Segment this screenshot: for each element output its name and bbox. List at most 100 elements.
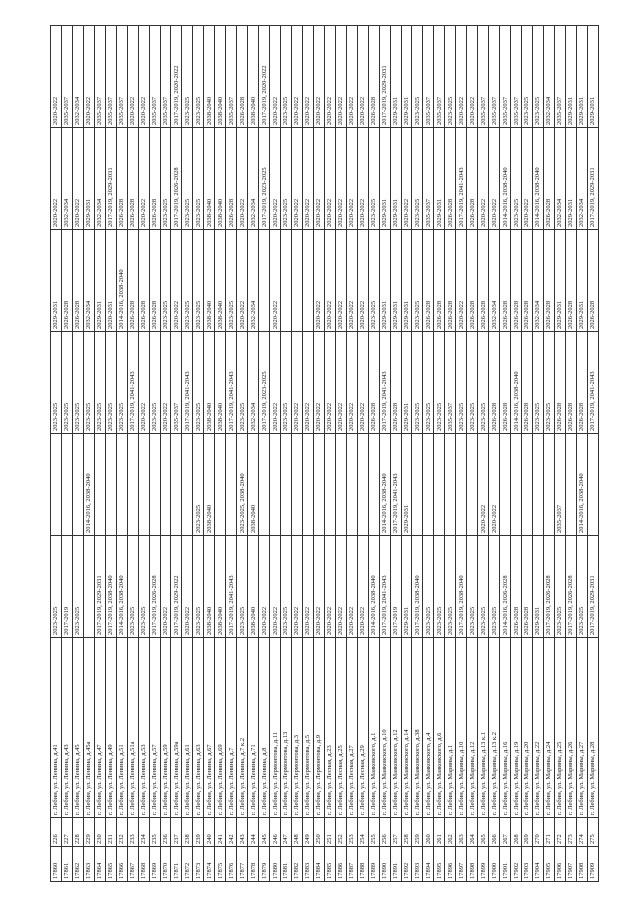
period-cell-1: 2020-2022 <box>324 535 336 638</box>
period-cell-2 <box>357 433 369 536</box>
period-cell-4: 2029-2031 <box>576 229 588 332</box>
period-cell-1: 2023-2025 <box>192 535 204 638</box>
period-cell-3: 2026-2028 <box>499 331 511 434</box>
period-cell-4: 2023-2025 <box>368 229 380 332</box>
period-cell-4: 2029-2031 <box>401 229 412 332</box>
period-cell-4: 2020-2022 <box>357 229 369 332</box>
period-cell-3: 2023-2025 <box>94 331 106 434</box>
period-cell-1: 2023-2025 <box>488 535 500 638</box>
period-cell-4: 2020-2022 <box>346 229 358 332</box>
period-cell-1: 2014-2016, 2038-2040 <box>116 535 128 638</box>
period-cell-2 <box>422 433 434 536</box>
row-number-cell: 275 <box>587 817 599 847</box>
period-cell-1: 2023-2025 <box>466 535 478 638</box>
period-cell-3: 2023-2025 <box>61 331 73 434</box>
period-cell-3: 2020-2022 <box>291 331 303 434</box>
address-cell: г. Лебин, ул. Ленина, д.63 <box>192 637 204 818</box>
period-cell-5: 2020-2022 <box>357 127 369 230</box>
period-cell-4 <box>258 229 270 332</box>
address-cell: г. Лебин, ул. Ленина, д.45а <box>83 637 95 818</box>
period-cell-1: 2017-2019, 2029-2022 <box>170 535 182 638</box>
row-number-cell: 246 <box>269 817 281 847</box>
row-code-cell: 17872 <box>181 846 193 882</box>
period-cell-2: 2023-2025 <box>192 433 204 536</box>
period-cell-5: 2023-2025 <box>192 127 204 230</box>
period-cell-5: 2020-2022 <box>401 127 412 230</box>
period-cell-3: 2014-2016, 2038-2040 <box>510 331 522 434</box>
row-code-cell: 17887 <box>346 846 358 882</box>
period-cell-5: 2032-2034 <box>576 127 588 230</box>
row-number-cell: 257 <box>390 817 401 847</box>
row-code-cell: 17902 <box>510 846 522 882</box>
row-number-cell: 269 <box>521 817 533 847</box>
row-code-cell: 17864 <box>94 846 106 882</box>
period-cell-1: 2023-2025 <box>422 535 434 638</box>
period-cell-6: 2017-2019, 2020-2022 <box>170 25 182 128</box>
row-number-cell: 227 <box>61 817 73 847</box>
period-cell-5: 2029-2031 <box>379 127 391 230</box>
period-cell-6: 2023-2025 <box>532 25 544 128</box>
period-cell-3: 2023-2025 <box>192 331 204 434</box>
period-cell-2: 2014-2016, 2038-2040 <box>83 433 95 536</box>
period-cell-1: 2020-2022 <box>357 535 369 638</box>
period-cell-6: 2026-2028 <box>236 25 248 128</box>
period-cell-4: 2020-2022 <box>269 229 281 332</box>
row-code-cell: 17894 <box>422 846 434 882</box>
row-code-cell: 17895 <box>433 846 445 882</box>
period-cell-1: 2038-2040 <box>214 535 226 638</box>
period-cell-3: 2026-2028 <box>565 331 577 434</box>
period-cell-3: 2023-2025 <box>236 331 248 434</box>
row-code-cell: 17875 <box>214 846 226 882</box>
period-cell-6: 2035-2037 <box>61 25 73 128</box>
period-cell-2 <box>214 433 226 536</box>
period-cell-1: 2017-2019, 2041-2043 <box>225 535 237 638</box>
period-cell-4: 2020-2022 <box>236 229 248 332</box>
period-cell-3: 2017-2019, 2041-2043 <box>181 331 193 434</box>
address-cell: г. Лебин, ул. Лермонтова, д.9 <box>313 637 325 818</box>
period-cell-2 <box>280 433 292 536</box>
period-cell-6: 2017-2019, 2029-2031 <box>379 25 391 128</box>
row-number-cell: 273 <box>565 817 577 847</box>
address-cell: г. Лебин, ул. Лермонтова, д.11 <box>269 637 281 818</box>
period-cell-4: 2038-2040 <box>214 229 226 332</box>
period-cell-1: 2023-2025 <box>127 535 139 638</box>
row-code-cell: 17862 <box>72 846 84 882</box>
row-number-cell: 231 <box>105 817 117 847</box>
period-cell-5: 2023-2025 <box>280 127 292 230</box>
period-cell-5: 2020-2022 <box>477 127 489 230</box>
period-cell-6: 2020-2022 <box>455 25 467 128</box>
row-number-cell: 249 <box>302 817 314 847</box>
period-cell-3: 2020-2022 <box>346 331 358 434</box>
period-cell-3: 2023-2025 <box>422 331 434 434</box>
row-code-cell: 17869 <box>149 846 161 882</box>
row-number-cell: 254 <box>357 817 369 847</box>
period-cell-5: 2032-2034 <box>554 127 566 230</box>
row-code-cell: 17903 <box>521 846 533 882</box>
period-cell-1: 2017-2019, 2026-2028 <box>565 535 577 638</box>
address-cell: г. Лебин, ул. Марины, д.28 <box>587 637 599 818</box>
period-cell-2 <box>510 433 522 536</box>
period-cell-2: 2017-2019, 2041-2043 <box>390 433 401 536</box>
period-cell-5: 2020-2022 <box>291 127 303 230</box>
period-cell-5: 2017-2019, 2023-2025 <box>258 127 270 230</box>
address-cell: г. Лебин, ул. Марины, д.13 к.2 <box>488 637 500 818</box>
period-cell-6: 2035-2037 <box>499 25 511 128</box>
period-cell-4: 2020-2022 <box>170 229 182 332</box>
period-cell-3: 2023-2025 <box>280 331 292 434</box>
period-cell-3: 2023-2025 <box>411 331 423 434</box>
period-cell-5: 2032-2034 <box>247 127 259 230</box>
row-code-cell: 17879 <box>258 846 270 882</box>
row-code-cell: 17904 <box>532 846 544 882</box>
period-cell-5: 2026-2028 <box>543 127 555 230</box>
